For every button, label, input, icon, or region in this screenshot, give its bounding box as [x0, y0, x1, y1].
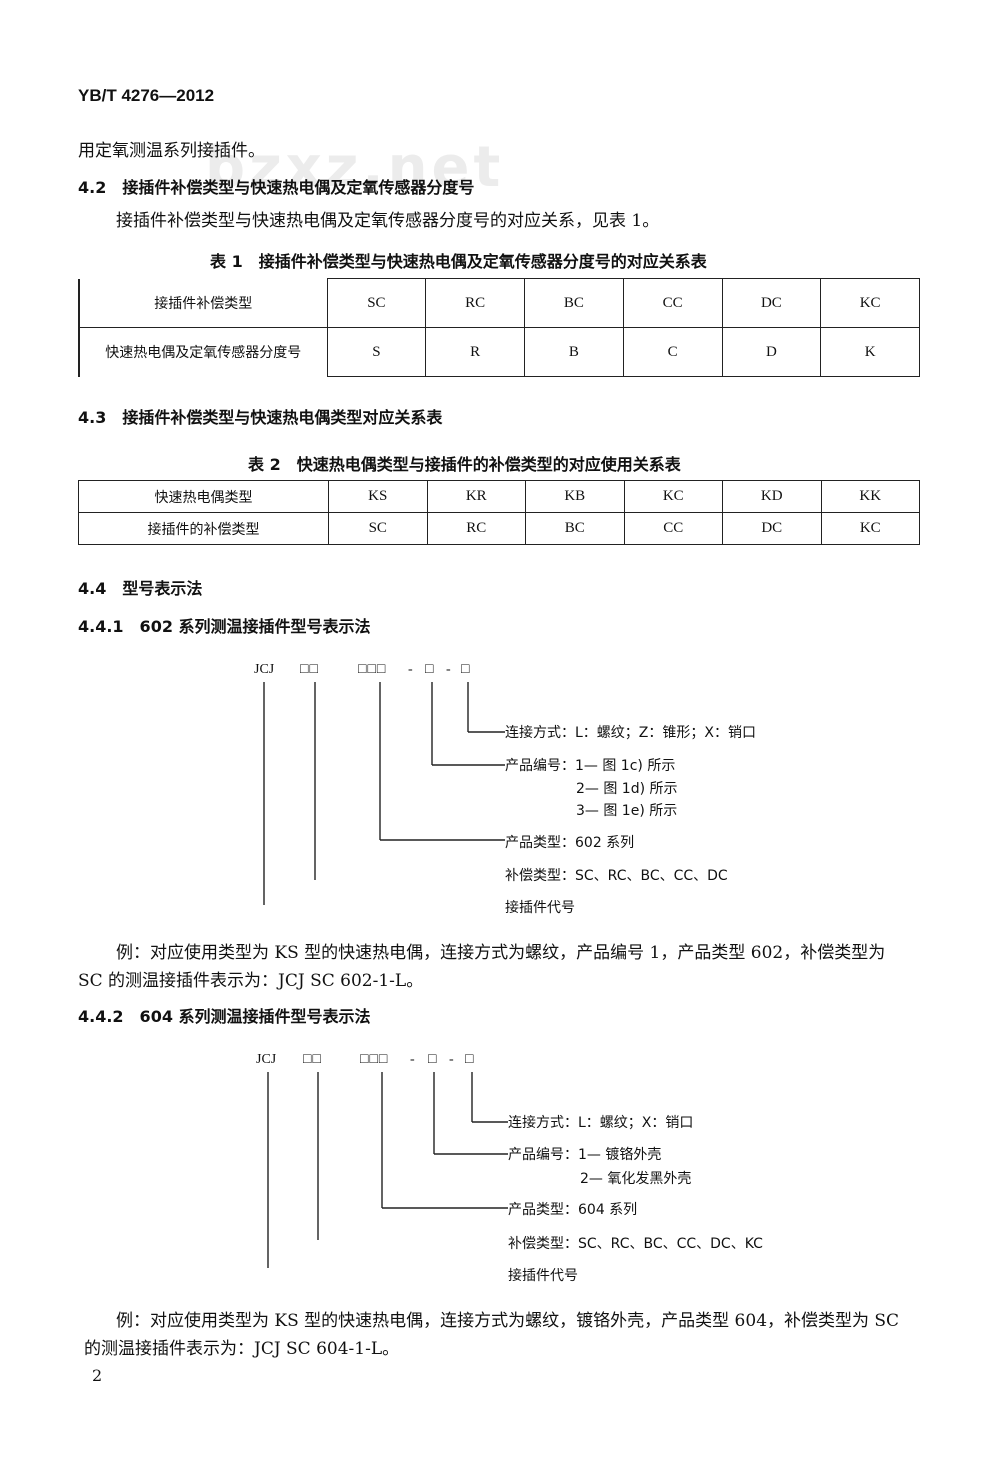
table-cell: KK	[820, 480, 920, 513]
table-cell: DC	[721, 278, 822, 328]
table-row: 快速热电偶类型 KS KR KB KC KD KK	[78, 480, 920, 513]
table-cell: SC	[326, 278, 427, 328]
placeholder-box: □	[428, 1052, 437, 1067]
section-4-2-heading: 4.2 接插件补偿类型与快速热电偶及定氧传感器分度号	[78, 178, 475, 197]
table-cell: KR	[426, 480, 526, 513]
table-cell: DC	[722, 512, 822, 545]
table-cell: RC	[425, 278, 525, 328]
placeholder-boxes: □□□	[360, 1052, 389, 1067]
table-row-header: 接插件补偿类型	[78, 278, 328, 328]
connector-code-label: 接插件代号	[505, 900, 575, 916]
placeholder-box: □	[425, 662, 434, 677]
connection-method-label: 连接方式：L：螺纹；Z：锥形；X：销口	[505, 725, 756, 741]
table-cell: CC	[623, 512, 723, 545]
table-cell: BC	[525, 512, 625, 545]
table-cell: R	[425, 327, 525, 377]
product-number-option: 2— 氧化发黑外壳	[580, 1171, 692, 1187]
section-4-3-heading: 4.3 接插件补偿类型与快速热电偶类型对应关系表	[78, 408, 443, 427]
intro-line: 用定氧测温系列接插件。	[78, 141, 265, 161]
table-row-header: 快速热电偶类型	[78, 480, 329, 513]
product-number-option: 2— 图 1d) 所示	[576, 781, 678, 797]
table2-caption: 表 2 快速热电偶类型与接插件的补偿类型的对应使用关系表	[248, 455, 681, 474]
code-prefix: JCJ	[256, 1052, 277, 1067]
table-cell: SC	[328, 512, 428, 545]
example-604-line1: 例：对应使用类型为 KS 型的快速热电偶，连接方式为螺纹，镀铬外壳，产品类型 6…	[116, 1311, 900, 1331]
table-cell: CC	[622, 278, 723, 328]
diagram-lines	[267, 1072, 508, 1268]
watermark: bzxz.net	[205, 135, 505, 200]
example-604-line2: 的测温接插件表示为：JCJ SC 604-1-L。	[84, 1339, 400, 1359]
connection-method-label: 连接方式：L：螺纹；X：销口	[508, 1115, 694, 1131]
table-cell: K	[820, 327, 920, 377]
connector-code-label: 接插件代号	[508, 1268, 578, 1284]
section-4-4-heading: 4.4 型号表示法	[78, 579, 203, 598]
compensation-type-label: 补偿类型：SC、RC、BC、CC、DC	[505, 868, 728, 884]
dash-separator: -	[446, 662, 451, 677]
dash-separator: -	[408, 662, 413, 677]
diagram-lines	[263, 682, 505, 905]
table-cell: KC	[820, 278, 920, 328]
table1: 接插件补偿类型 SC RC BC CC DC KC 快速热电偶及定氧传感器分度号…	[78, 278, 920, 377]
example-602-line2: SC 的测温接插件表示为：JCJ SC 602-1-L。	[78, 971, 424, 991]
table-cell: KC	[820, 512, 920, 545]
table-row: 接插件的补偿类型 SC RC BC CC DC KC	[78, 512, 920, 545]
table1-caption: 表 1 接插件补偿类型与快速热电偶及定氧传感器分度号的对应关系表	[210, 252, 707, 271]
table-cell: KC	[623, 480, 723, 513]
page-number: 2	[92, 1366, 103, 1385]
product-number-label: 产品编号：1— 镀铬外壳	[508, 1147, 662, 1163]
model-designation-diagram-604: JCJ □□ □□□ - □ - □ 连接方式：L：螺纹；X：销口 产品编号：1…	[250, 1050, 810, 1285]
placeholder-boxes: □□	[303, 1052, 322, 1067]
table-cell: KD	[722, 480, 822, 513]
placeholder-boxes: □□□	[358, 662, 387, 677]
dash-separator: -	[449, 1052, 454, 1067]
table2: 快速热电偶类型 KS KR KB KC KD KK 接插件的补偿类型 SC RC…	[78, 480, 920, 545]
section-4-4-1-heading: 4.4.1 602 系列测温接插件型号表示法	[78, 617, 371, 636]
table-cell: C	[622, 327, 723, 377]
product-type-label: 产品类型：604 系列	[508, 1202, 638, 1218]
table-cell: KB	[525, 480, 625, 513]
section-4-2-paragraph: 接插件补偿类型与快速热电偶及定氧传感器分度号的对应关系，见表 1。	[116, 211, 660, 231]
document-code: YB/T 4276—2012	[78, 86, 215, 105]
table-cell: S	[326, 327, 427, 377]
compensation-type-label: 补偿类型：SC、RC、BC、CC、DC、KC	[508, 1236, 763, 1252]
placeholder-box: □	[461, 662, 470, 677]
placeholder-box: □	[465, 1052, 474, 1067]
table-row-header: 快速热电偶及定氧传感器分度号	[78, 327, 328, 377]
table-cell: RC	[426, 512, 526, 545]
placeholder-boxes: □□	[300, 662, 319, 677]
table-cell: B	[524, 327, 624, 377]
dash-separator: -	[410, 1052, 415, 1067]
product-type-label: 产品类型：602 系列	[505, 835, 635, 851]
table-cell: KS	[328, 480, 428, 513]
model-designation-diagram-602: JCJ □□ □□□ - □ - □ 连接方式：L：螺纹；Z：锥形；X：销口 产…	[250, 660, 810, 920]
table-row: 快速热电偶及定氧传感器分度号 S R B C D K	[78, 327, 920, 377]
table-row: 接插件补偿类型 SC RC BC CC DC KC	[78, 278, 920, 328]
code-prefix: JCJ	[254, 662, 275, 677]
product-number-label: 产品编号：1— 图 1c) 所示	[505, 758, 676, 774]
table-cell: D	[721, 327, 822, 377]
table-row-header: 接插件的补偿类型	[78, 512, 329, 545]
example-602-line1: 例：对应使用类型为 KS 型的快速热电偶，连接方式为螺纹，产品编号 1，产品类型…	[116, 943, 886, 963]
product-number-option: 3— 图 1e) 所示	[576, 803, 678, 819]
table-cell: BC	[524, 278, 624, 328]
section-4-4-2-heading: 4.4.2 604 系列测温接插件型号表示法	[78, 1007, 371, 1026]
